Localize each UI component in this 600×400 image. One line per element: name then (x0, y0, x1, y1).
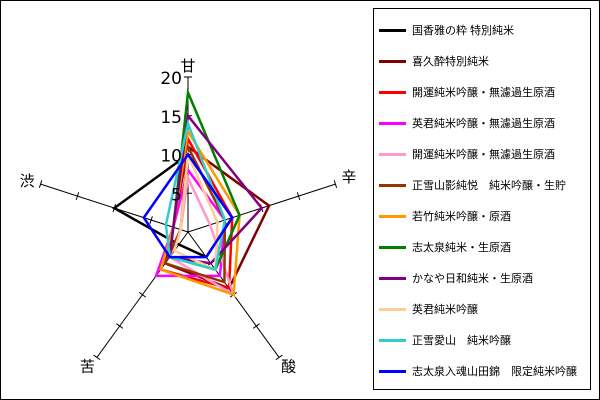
tick-label-10: 10 (160, 147, 182, 167)
axis-tick-4-5 (149, 216, 153, 224)
legend-label-3: 英君純米吟醸・無濾過生原酒 (412, 118, 555, 130)
legend-swatch-8 (379, 277, 406, 280)
legend-label-5: 正雪山影純悦 純米吟醸・生貯 (412, 180, 566, 192)
legend-label-8: かなや日和純米・生原酒 (412, 273, 533, 285)
legend-swatch-0 (379, 29, 406, 32)
legend-label-10: 正雪愛山 純米吟醸 (412, 335, 511, 347)
legend-swatch-11 (379, 370, 406, 373)
legend-item-10: 正雪愛山 純米吟醸 (374, 330, 590, 350)
legend-item-2: 開運純米吟醸・無濾過生原酒 (374, 82, 590, 102)
legend-label-4: 開運純米吟醸・無濾過生原酒 (412, 149, 555, 161)
legend-swatch-6 (379, 215, 406, 218)
legend-label-9: 英君純米吟醸 (412, 304, 478, 316)
legend-swatch-2 (379, 91, 406, 94)
axis-tick-1-20 (333, 180, 338, 189)
axis-tick-3-15 (116, 323, 124, 329)
radar-series (111, 87, 271, 298)
axis-label-4: 渋 (20, 172, 35, 190)
axis-label-2: 酸 (281, 357, 296, 375)
axis-tick-4-15 (75, 192, 80, 201)
legend-label-2: 開運純米吟醸・無濾過生原酒 (412, 87, 555, 99)
legend-swatch-9 (379, 308, 406, 311)
legend-item-11: 志太泉入魂山田錦 限定純米吟醸 (374, 361, 590, 381)
axis-tick-2-20 (275, 354, 283, 361)
legend-item-6: 若竹純米吟醸・原酒 (374, 206, 590, 226)
series-line-9 (172, 149, 219, 272)
axis-label-3: 苦 (80, 357, 95, 375)
series-line-10 (164, 119, 227, 272)
legend-item-0: 国香雅の粋 特別純米 (374, 20, 590, 40)
axis-label-1: 辛 (341, 168, 356, 186)
axis-tick-4-20 (38, 180, 43, 189)
radar-axis-labels: 甘辛酸 苦 渋 (20, 57, 357, 375)
axis-tick-2-15 (252, 323, 260, 329)
axis-tick-1-15 (296, 192, 301, 201)
axis-label-0: 甘 (180, 57, 195, 75)
series-line-8 (168, 112, 264, 265)
legend-item-7: 志太泉純米・生原酒 (374, 237, 590, 257)
legend-swatch-10 (379, 339, 406, 342)
radar-tick-labels: 5 10 15 20 (160, 69, 182, 205)
legend-label-0: 国香雅の粋 特別純米 (412, 25, 515, 37)
legend-swatch-7 (379, 246, 406, 249)
legend-item-4: 開運純米吟醸・無濾過生原酒 (374, 144, 590, 164)
legend-label-7: 志太泉純米・生原酒 (412, 242, 511, 254)
tick-label-20: 20 (160, 69, 182, 89)
legend-item-5: 正雪山影純悦 純米吟醸・生貯 (374, 175, 590, 195)
series-line-11 (142, 152, 234, 259)
legend-label-11: 志太泉入魂山田錦 限定純米吟醸 (412, 366, 577, 378)
legend-item-9: 英君純米吟醸 (374, 299, 590, 319)
chart-legend: 国香雅の粋 特別純米喜久酔特別純米開運純米吟醸・無濾過生原酒英君純米吟醸・無濾過… (373, 8, 591, 390)
legend-swatch-3 (379, 122, 406, 125)
legend-swatch-1 (379, 60, 406, 63)
legend-label-6: 若竹純米吟醸・原酒 (412, 211, 511, 223)
legend-swatch-5 (379, 184, 406, 187)
legend-item-8: かなや日和純米・生原酒 (374, 268, 590, 288)
axis-tick-3-10 (138, 291, 146, 298)
legend-label-1: 喜久酔特別純米 (412, 56, 489, 68)
legend-item-1: 喜久酔特別純米 (374, 51, 590, 71)
tick-label-5: 5 (171, 185, 182, 205)
axis-tick-3-20 (93, 354, 101, 361)
legend-item-3: 英君純米吟醸・無濾過生原酒 (374, 113, 590, 133)
legend-swatch-4 (379, 153, 406, 156)
tick-label-15: 15 (160, 108, 182, 128)
